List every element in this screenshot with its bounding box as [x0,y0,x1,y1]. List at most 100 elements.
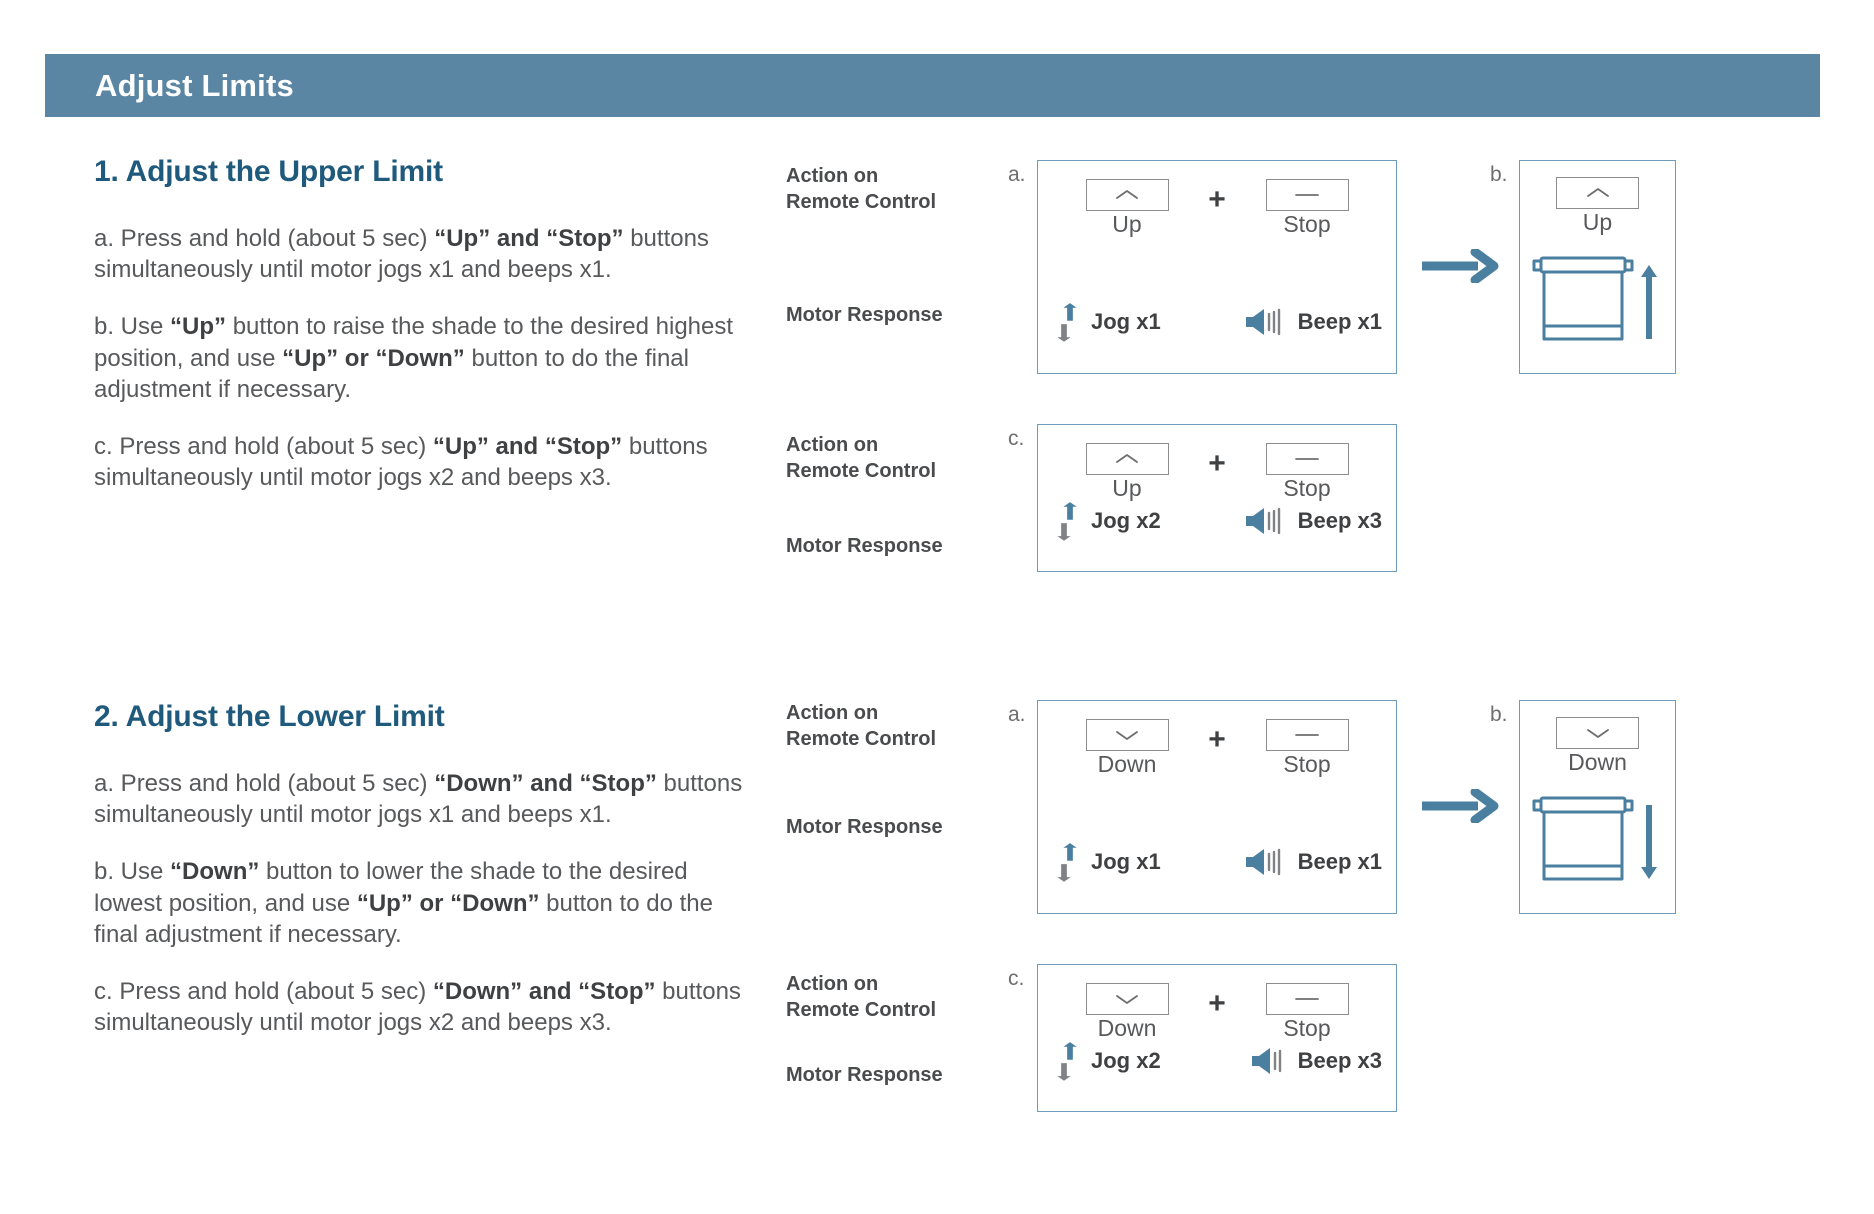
arrow-down-icon [1641,805,1657,879]
down-button[interactable] [1556,717,1639,749]
up-button-group[interactable]: Up [1068,179,1186,237]
para-text: c. Press and hold (about 5 sec) [94,432,433,460]
jog-indicator: Jog x2 [1052,1040,1161,1082]
arrow-up-icon [1641,265,1657,339]
chevron-up-icon [1116,190,1138,199]
plus-operator: + [1208,447,1226,480]
motor-response-row: Jog x1 Beep x1 [1052,301,1382,343]
roller-shade-icon [1532,256,1657,341]
page-header-bar: Adjust Limits [45,54,1820,117]
arrow-right-icon [1422,247,1499,285]
jog-indicator: Jog x2 [1052,500,1161,542]
jog-label: Jog x1 [1091,849,1161,874]
beep-label: Beep x3 [1297,1048,1382,1073]
chevron-down-icon [1586,729,1609,738]
plus-operator: + [1208,987,1226,1020]
label-action-remote-2a: Action on Remote Control [786,700,986,752]
shade-button-group[interactable]: Down [1520,717,1675,775]
para-bold: “Up” and “Stop” [434,225,624,252]
jog-label: Jog x2 [1091,508,1161,533]
stop-button-group[interactable]: Stop [1248,719,1366,777]
speaker-icon [1251,1048,1281,1074]
stop-button[interactable] [1265,179,1349,211]
label-motor-response-2c: Motor Response [786,1064,943,1086]
section-1-heading: 1. Adjust the Upper Limit [94,155,443,188]
page-title: Adjust Limits [95,67,294,103]
panel-lower-limit-shade: Down [1519,700,1676,914]
stop-button[interactable] [1265,983,1349,1015]
roller-shade-icon [1532,796,1657,881]
para-bold: “Down” and “Stop” [432,977,656,1005]
panel-upper-limit-step-c: Up + Stop Jog x2 [1037,424,1397,572]
label-line: Remote Control [786,728,936,750]
stop-button-label: Stop [1283,751,1331,777]
down-button[interactable] [1085,983,1169,1015]
up-button-label: Up [1112,211,1142,237]
chevron-down-icon [1116,731,1138,740]
dash-icon [1295,194,1319,196]
para-text: buttons simultaneously until motor jogs … [94,770,743,829]
down-button-group[interactable]: Down [1068,983,1186,1041]
beep-label: Beep x1 [1297,309,1382,334]
panel-lower-limit-step-a: Down + Stop Jog x1 [1037,700,1397,914]
up-button[interactable] [1085,443,1169,475]
up-button[interactable] [1085,179,1169,211]
stop-button-label: Stop [1283,1015,1331,1041]
up-button-group[interactable]: Up [1068,443,1186,501]
down-button-label: Down [1097,751,1157,777]
up-button[interactable] [1556,177,1639,209]
panel-marker-1c: c. [1008,427,1025,450]
panel-marker-2b: b. [1490,703,1508,726]
para-text: buttons simultaneously until motor jogs … [94,432,708,492]
para-text: a. Press and hold (about 5 sec) [94,770,435,797]
panel-lower-limit-step-c: Down + Stop Jog x2 [1037,964,1397,1112]
speaker-icon [1245,507,1280,535]
jog-double-arrow-icon [1057,502,1077,541]
panel-marker-1b: b. [1490,163,1508,186]
shade-button-group[interactable]: Up [1520,177,1675,235]
para-text: buttons simultaneously until motor jogs … [94,225,709,284]
stop-button-group[interactable]: Stop [1248,179,1366,237]
jog-double-arrow-icon [1057,843,1077,882]
beep-label: Beep x1 [1297,849,1382,874]
section-1-paragraph-b: b. Use “Up” button to raise the shade to… [94,311,754,405]
label-line: Action on [786,702,879,724]
beep-indicator: Beep x3 [1243,505,1382,537]
stop-button-group[interactable]: Stop [1248,983,1366,1041]
down-button[interactable] [1085,719,1169,751]
section-1-paragraph-c: c. Press and hold (about 5 sec) “Up” and… [94,431,754,493]
down-button-label: Down [1097,1015,1157,1041]
shade-illustration-up [1529,253,1667,358]
jog-indicator: Jog x1 [1052,841,1161,883]
label-line: Action on [786,165,879,187]
chevron-up-icon [1116,454,1138,463]
stop-button-group[interactable]: Stop [1248,443,1366,501]
para-text: button to raise the shade to the desired… [94,313,734,372]
para-bold: “Up” or “Down” [282,344,465,372]
label-line: Remote Control [786,460,936,482]
chevron-up-icon [1586,188,1609,197]
dash-icon [1295,458,1319,460]
stop-button[interactable] [1265,443,1349,475]
panel-upper-limit-step-a: Up + Stop Jog x1 [1037,160,1397,374]
flow-arrow-1 [1420,247,1502,288]
motor-response-row: Jog x2 Beep x3 [1052,1040,1382,1082]
motor-response-row: Jog x2 Beep x3 [1052,500,1382,542]
dash-icon [1295,734,1319,736]
para-bold: “Down” and “Stop” [434,770,657,797]
panel-marker-2a: a. [1008,703,1026,726]
section-2-paragraph-b: b. Use “Down” button to lower the shade … [94,856,754,950]
chevron-down-icon [1116,995,1138,1004]
stop-button[interactable] [1265,719,1349,751]
para-text: b. Use [94,858,171,886]
stop-button-label: Stop [1283,475,1331,501]
jog-label: Jog x2 [1091,1048,1161,1073]
label-line: Remote Control [786,999,936,1021]
jog-label: Jog x1 [1091,309,1161,334]
para-bold: “Up” or “Down” [356,889,540,917]
section-1-text-block: 1. Adjust the Upper Limit a. Press and h… [94,155,754,519]
down-button-group[interactable]: Down [1068,719,1186,777]
arrow-right-icon [1422,787,1499,825]
speaker-icon [1245,848,1280,876]
label-action-remote-1a: Action on Remote Control [786,163,986,215]
